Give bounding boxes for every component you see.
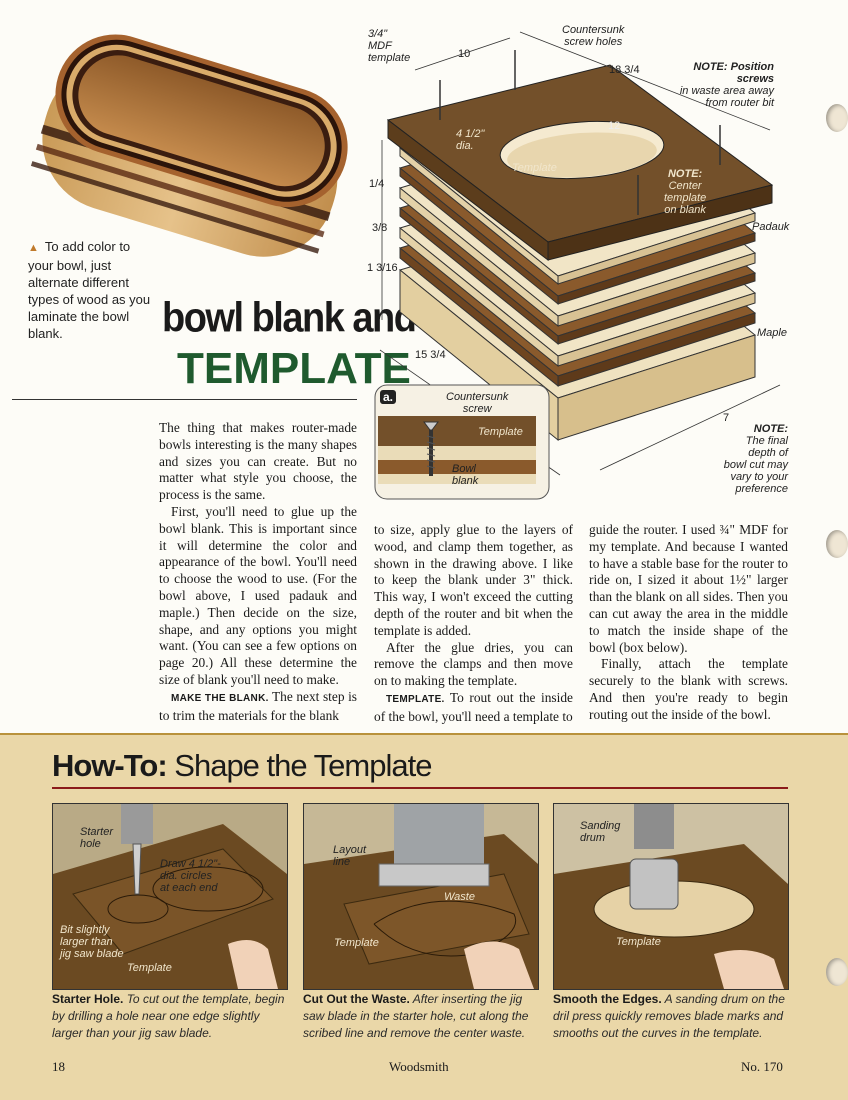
step-1-photo [52, 803, 288, 990]
paragraph-5-start: To rout out the inside of the bowl, you'… [374, 689, 574, 724]
howto-heading: How-To: Shape the Template [52, 748, 432, 784]
dim-10: 10 [458, 48, 471, 60]
inset-a-screw-detail [374, 384, 550, 500]
binder-hole [826, 530, 848, 558]
paragraph-3-cont: to size, apply glue to the layers of woo… [374, 522, 573, 638]
step-3-template-label: Template [616, 936, 661, 948]
step-2-waste-label: Waste [444, 891, 475, 903]
step-2-text: After inserting the jig saw blade in the… [303, 992, 529, 1040]
page-number: 18 [52, 1059, 65, 1074]
paragraph-2: First, you'll need to glue up the bowl b… [159, 503, 357, 687]
howto-title: Shape the Template [174, 748, 432, 783]
screws [439, 50, 721, 215]
padauk-label: Padauk [752, 221, 790, 233]
issue-number: No. 170 [741, 1059, 783, 1074]
step-2-caption: Cut Out the Waste. After inserting the j… [303, 991, 541, 1042]
paragraph-3-start: The next step is to trim the materials f… [159, 688, 357, 723]
step-1-title: Starter Hole. [52, 992, 124, 1006]
dim-15-3-4: 15 3/4 [415, 349, 446, 361]
step-3-title: Smooth the Edges. [553, 992, 662, 1006]
dim-7: 7 [723, 412, 730, 424]
dim-1-3-16: 1 3/16 [367, 262, 398, 274]
laminated-bowl-illustration [30, 34, 348, 257]
paragraph-1: The thing that makes router-made bowls i… [159, 420, 357, 503]
step-3-caption: Smooth the Edges. A sanding drum on the … [553, 991, 791, 1042]
magazine-name: Woodsmith [389, 1059, 449, 1074]
inset-tag: a. [383, 390, 394, 404]
step-3-photo [553, 803, 789, 990]
binder-hole [826, 104, 848, 132]
howto-prefix: How-To: [52, 748, 168, 783]
template-label: Template [512, 162, 557, 174]
paragraph-6: Finally, attach the template securely to… [589, 656, 788, 722]
inset-template-label: Template [478, 426, 523, 438]
step-2-photo [303, 803, 539, 990]
step-3-text: A sanding drum on the dril press quickly… [553, 992, 785, 1040]
step-2-title: Cut Out the Waste. [303, 992, 410, 1006]
dim-3-8: 3/8 [372, 222, 388, 234]
article-title-line1: bowl blank and [162, 295, 417, 342]
dim-12: 12 [608, 120, 621, 132]
exploded-blank-drawing [379, 31, 781, 476]
runin-make-blank: MAKE THE BLANK. [171, 692, 269, 704]
template-layer [386, 64, 774, 262]
binder-hole [826, 958, 848, 986]
step-1-text: To cut out the template, begin by drilli… [52, 992, 285, 1040]
diameter-label: 4 1/2"dia. [456, 128, 485, 152]
intro-caption: ▲To add color to your bowl, just alterna… [28, 238, 158, 342]
howto-band-top-rule [0, 733, 848, 735]
howto-title-rule [52, 787, 788, 789]
article-title-line2: TEMPLATE [177, 344, 411, 393]
step-1-illustration [53, 804, 287, 989]
step-1-caption: Starter Hole. To cut out the template, b… [52, 991, 290, 1042]
paragraph-4: After the glue dries, you can remove the… [374, 639, 573, 689]
intro-caption-text: To add color to your bowl, just alternat… [28, 239, 151, 341]
dim-quarter: 1/4 [369, 178, 385, 190]
text-column-1: The thing that makes router-made bowls i… [159, 420, 357, 724]
step-1-template-label: Template [127, 962, 172, 974]
runin-template: TEMPLATE. [386, 693, 445, 705]
paragraph-5-cont: guide the router. I used ¾" MDF for my t… [589, 522, 788, 655]
title-divider [12, 399, 357, 400]
step-3-illustration [554, 804, 788, 989]
triangle-bullet-icon: ▲ [28, 242, 39, 254]
step-2-illustration [304, 804, 538, 989]
step-2-template-label: Template [334, 937, 379, 949]
maple-label: Maple [757, 327, 787, 339]
dim-18-3-4: 18 3/4 [609, 64, 640, 76]
text-column-3: guide the router. I used ¾" MDF for my t… [589, 522, 788, 724]
text-column-2: to size, apply glue to the layers of woo… [374, 522, 573, 726]
